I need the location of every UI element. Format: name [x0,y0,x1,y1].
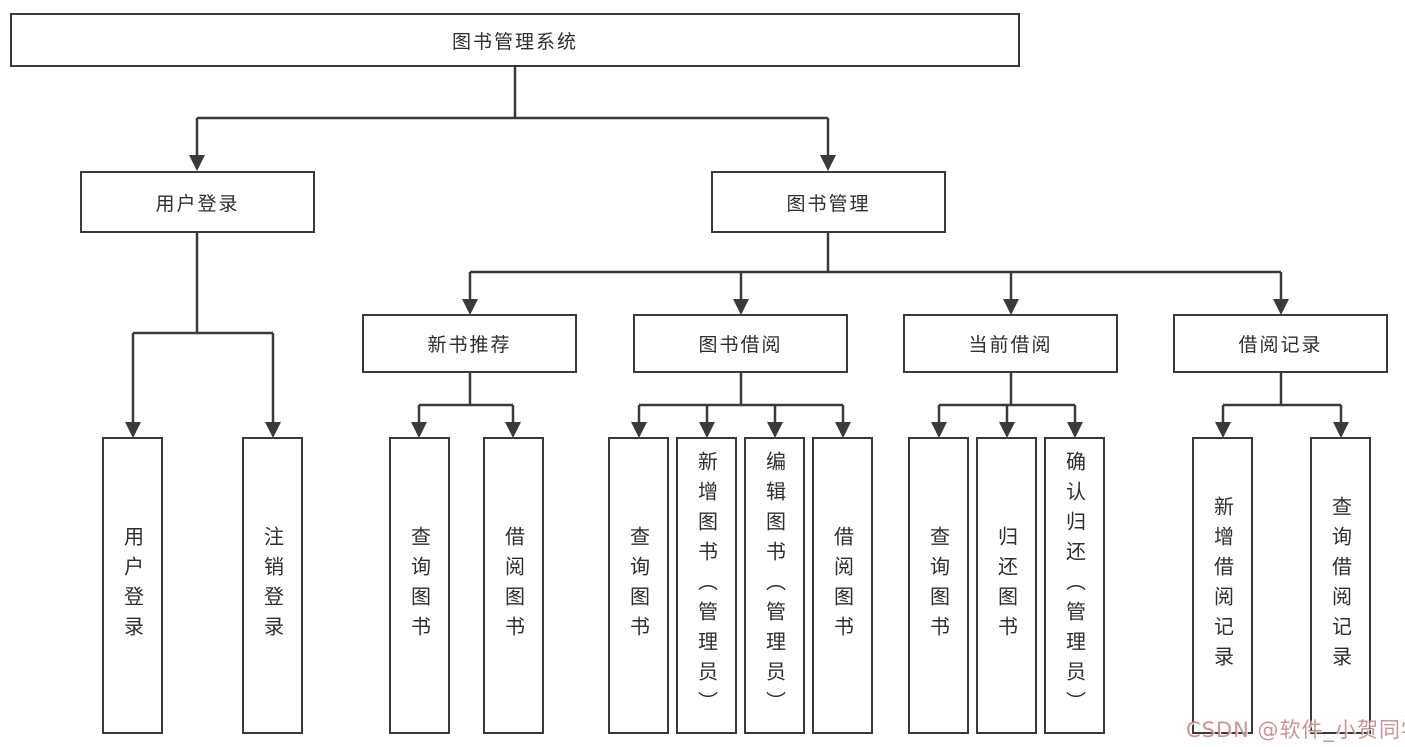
leaf-bb-edit-books-admin: 编辑图书（管理员） [744,437,805,734]
node-current-borrow: 当前借阅 [903,314,1118,373]
node-book-borrow: 图书借阅 [633,314,848,373]
node-label: 当前借阅 [968,334,1053,356]
leaf-nbr-query-books: 查询图书 [389,437,450,734]
leaf-cb-query-books: 查询图书 [908,437,969,734]
node-label: 编辑图书（管理员） [762,450,787,721]
leaf-bb-borrow-books: 借阅图书 [812,437,873,734]
node-new-book-recommend: 新书推荐 [362,314,577,373]
node-label: 图书借阅 [698,334,783,356]
node-label: 查询图书 [926,525,951,646]
leaf-bb-query-books: 查询图书 [608,437,669,734]
leaf-logout: 注销登录 [242,437,303,734]
node-label: 查询图书 [626,525,651,646]
node-label: 新增借阅记录 [1210,495,1235,676]
node-label: 图书管理 [786,192,871,215]
node-label: 图书管理系统 [451,30,578,53]
node-root: 图书管理系统 [10,13,1020,67]
node-label: 确认归还（管理员） [1062,450,1087,721]
node-label: 查询图书 [407,525,432,646]
node-book-management: 图书管理 [711,171,946,233]
node-label: 查询借阅记录 [1328,495,1353,676]
node-label: 借阅图书 [501,525,526,646]
node-label: 新增图书（管理员） [694,450,719,721]
leaf-br-add-record: 新增借阅记录 [1192,437,1253,734]
node-user-login: 用户登录 [80,171,315,233]
leaf-cb-confirm-return-admin: 确认归还（管理员） [1044,437,1105,734]
node-borrow-records: 借阅记录 [1173,314,1388,373]
node-label: 借阅记录 [1238,334,1323,356]
node-label: 用户登录 [120,525,145,646]
tree-edges [131,67,1343,427]
leaf-br-query-record: 查询借阅记录 [1310,437,1371,734]
leaf-user-login: 用户登录 [102,437,163,734]
node-label: 用户登录 [155,192,240,215]
leaf-bb-add-books-admin: 新增图书（管理员） [676,437,737,734]
csdn-watermark: CSDN @软件_小贺同学 [1186,718,1405,742]
node-label: 新书推荐 [427,334,512,356]
leaf-nbr-borrow-books: 借阅图书 [483,437,544,734]
node-label: 借阅图书 [830,525,855,646]
node-label: 注销登录 [260,525,285,646]
node-label: 归还图书 [994,525,1019,646]
leaf-cb-return-books: 归还图书 [976,437,1037,734]
